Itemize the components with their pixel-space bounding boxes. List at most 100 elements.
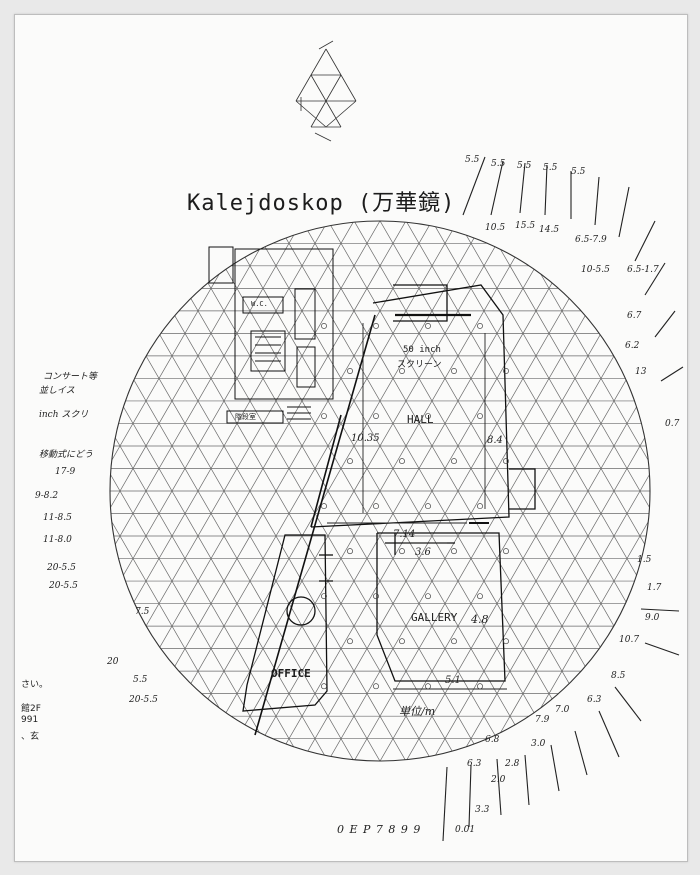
room-label-office: OFFICE	[271, 667, 311, 680]
margin-note: 3.3	[475, 805, 490, 815]
lattice-line	[15, 171, 19, 811]
lattice-node	[477, 323, 483, 329]
lattice-line	[110, 221, 384, 761]
dim-office-bottom: 5.1	[445, 675, 461, 686]
scale-note: 単位/m	[399, 705, 436, 718]
margin-note: 1.7	[647, 583, 662, 593]
margin-note: 1.5	[637, 555, 652, 565]
room-label-gallery: GALLERY	[411, 611, 458, 624]
edge-text: さい。	[21, 680, 49, 690]
margin-note: 5.5	[133, 675, 148, 685]
margin-note: 移動式にどう	[39, 450, 94, 460]
lattice-line	[428, 221, 650, 761]
lattice-node	[503, 458, 509, 465]
lattice-node	[321, 323, 327, 329]
margin-note: 10.5	[485, 223, 506, 233]
lattice-node	[451, 548, 457, 555]
lattice-node	[451, 458, 457, 465]
office-outline	[242, 534, 333, 712]
lattice-node	[451, 638, 457, 645]
lattice-node	[347, 368, 353, 374]
footer-code: 0 E P 7 8 9 9	[337, 823, 422, 836]
lattice-node	[399, 368, 405, 374]
lattice-node	[399, 548, 405, 555]
lattice-node	[373, 323, 379, 329]
lattice-line	[168, 221, 540, 761]
margin-note: inch スクリ	[39, 410, 89, 420]
room-label-stairs: 階段室	[235, 413, 256, 421]
lattice-node	[373, 683, 379, 690]
lattice-line	[663, 171, 687, 811]
margin-note: 5.5	[571, 167, 586, 177]
margin-note: 20-5.5	[49, 581, 78, 591]
lattice-line	[194, 221, 566, 761]
margin-note: 3.0	[531, 739, 546, 749]
lattice-node	[451, 368, 457, 374]
gallery-outline	[376, 532, 506, 682]
hall-outline	[254, 284, 536, 736]
lattice-line	[480, 221, 650, 761]
lattice-line	[350, 221, 650, 761]
lattice-node	[503, 368, 509, 374]
margin-note: 20-5.5	[47, 563, 76, 573]
lattice-line	[402, 221, 650, 761]
lattice-node	[321, 413, 327, 419]
margin-note: 6.3	[467, 759, 482, 769]
page-title: Kalejdoskop (万華鏡)	[187, 191, 456, 216]
lattice-node	[321, 683, 327, 690]
lattice-line	[110, 221, 332, 761]
margin-note: 20-5.5	[129, 695, 158, 705]
lattice-node	[321, 593, 327, 600]
margin-note: 8.5	[611, 671, 626, 681]
margin-note: 5.5	[543, 163, 558, 173]
margin-note: 5.5	[517, 161, 532, 171]
lattice-line	[480, 221, 650, 761]
margin-note: 2.0	[491, 775, 506, 785]
margin-note: 7.5	[135, 607, 150, 617]
blueprint-sheet: Kalejdoskop (万華鏡) HALL 50 inch スクリーン GAL…	[14, 14, 688, 862]
lattice-node	[425, 413, 431, 419]
lattice-line	[110, 221, 306, 761]
dim-hall-width: 10.35	[351, 433, 380, 444]
lattice-line	[454, 221, 650, 761]
lattice-node	[425, 593, 431, 600]
margin-note: 11-8.0	[43, 535, 72, 545]
lattice-node	[477, 503, 483, 510]
lattice-node	[399, 638, 405, 645]
dim-hall-depth: 8.4	[487, 435, 503, 446]
lattice-node	[425, 683, 431, 690]
lattice-line	[110, 221, 410, 761]
kaleidoscope-circle	[109, 220, 651, 762]
lattice-node	[425, 503, 431, 510]
margin-note: 7.0	[555, 705, 570, 715]
lattice-node	[321, 503, 327, 510]
margin-note: 15.5	[515, 221, 536, 231]
lattice-node	[425, 323, 431, 329]
lattice-node	[347, 548, 353, 555]
margin-note: 7.9	[535, 715, 550, 725]
lattice-node	[477, 683, 483, 690]
lattice-node	[373, 503, 379, 510]
lattice-node	[477, 413, 483, 419]
grid-legend	[295, 40, 357, 142]
margin-note: 0.7	[665, 419, 680, 429]
margin-note: 5.5	[465, 155, 480, 165]
margin-note: 6.5-7.9	[575, 235, 607, 245]
lattice-line	[663, 171, 687, 811]
margin-note: 11-8.5	[43, 513, 72, 523]
lattice-node	[347, 458, 353, 465]
lattice-node	[503, 638, 509, 645]
lattice-node	[399, 458, 405, 465]
service-block	[208, 246, 334, 424]
lattice-line	[376, 221, 650, 761]
lattice-line	[110, 221, 280, 761]
margin-note: 6.5-1.7	[627, 265, 659, 275]
lattice-line	[220, 221, 592, 761]
margin-note-strokes	[442, 156, 684, 842]
lattice-line	[110, 221, 280, 761]
margin-note: 0.01	[455, 825, 476, 835]
lattice-node	[373, 593, 379, 600]
lattice-node	[347, 638, 353, 645]
room-label-screen-2: スクリーン	[397, 360, 442, 370]
margin-note: 2.8	[505, 759, 520, 769]
